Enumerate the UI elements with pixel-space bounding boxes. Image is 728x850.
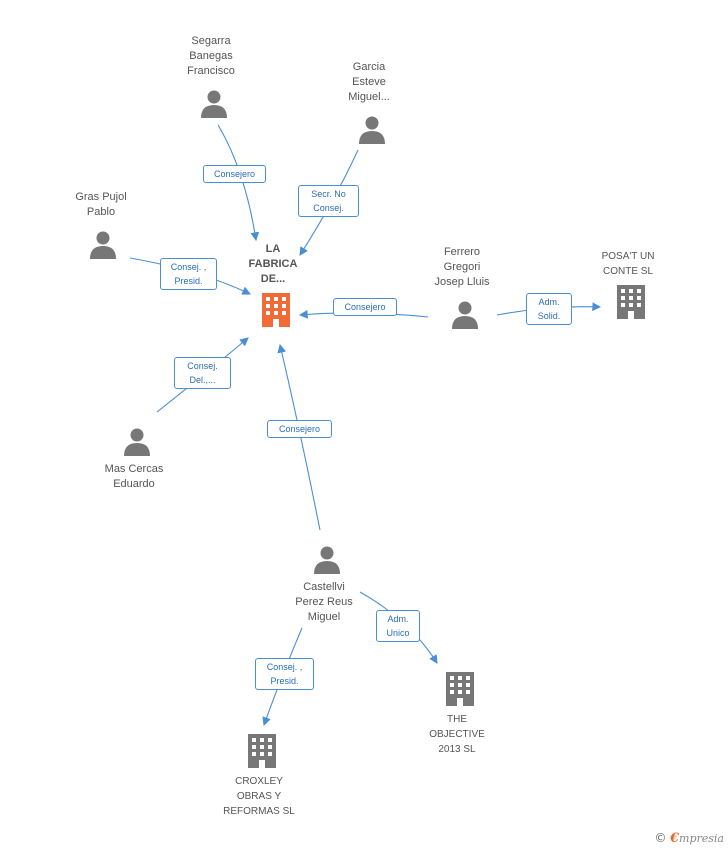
empresia-logo: © €mpresia [654,831,724,846]
relation-badge[interactable]: Consej. Del.,... [174,357,231,389]
relation-badge[interactable]: Consejero [267,420,332,438]
person-name-gras[interactable]: Gras Pujol Pablo [75,191,127,218]
relation-badge[interactable]: Consej. , Presid. [160,258,217,290]
company-name-posa[interactable]: POSA'T UN CONTE SL [601,251,655,277]
relation-badge[interactable]: Adm. Solid. [526,293,572,325]
person-icon[interactable] [122,427,152,457]
person-icon[interactable] [357,115,387,145]
center-company-name[interactable]: LA FABRICA DE... [248,243,298,285]
relation-badge[interactable]: Consej. , Presid. [255,658,314,690]
building-icon[interactable] [615,285,647,321]
person-name-segarra[interactable]: Segarra Banegas Francisco [187,35,235,77]
company-name-objective[interactable]: THE OBJECTIVE 2013 SL [429,714,485,755]
person-name-garcia[interactable]: Garcia Esteve Miguel... [348,61,390,103]
person-name-mas[interactable]: Mas Cercas Eduardo [104,463,164,490]
person-icon[interactable] [199,89,229,119]
person-name-ferrero[interactable]: Ferrero Gregori Josep Lluis [434,246,490,288]
relation-badge[interactable]: Consejero [333,298,397,316]
relation-badge[interactable]: Adm. Unico [376,610,420,642]
relation-badge[interactable]: Consejero [203,165,266,183]
company-name-croxley[interactable]: CROXLEY OBRAS Y REFORMAS SL [223,776,295,817]
building-icon[interactable] [246,734,278,770]
relation-badge[interactable]: Secr. No Consej. [298,185,359,217]
person-name-castellvi[interactable]: Castellvi Perez Reus Miguel [295,581,353,623]
building-icon-center[interactable] [260,293,292,329]
person-icon[interactable] [88,230,118,260]
person-icon[interactable] [450,300,480,330]
building-icon[interactable] [444,672,476,708]
person-icon[interactable] [312,545,342,575]
